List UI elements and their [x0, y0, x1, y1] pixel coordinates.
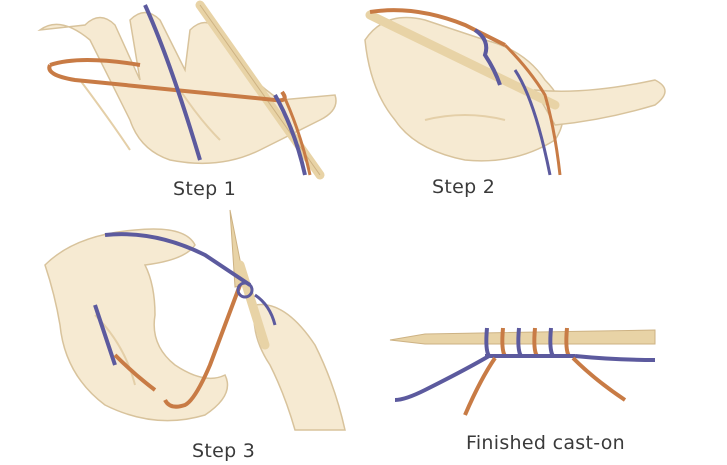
finished-cast-on-drawing	[385, 300, 665, 420]
step-2-caption: Step 2	[432, 176, 495, 198]
step-1-illustration	[20, 0, 350, 180]
step-3-illustration	[35, 205, 365, 435]
finished-cast-on-caption: Finished cast-on	[466, 432, 625, 454]
step-1-drawing	[20, 0, 350, 180]
step-2-illustration	[355, 0, 685, 180]
step-3-left-hand	[45, 229, 228, 421]
finished-needle	[390, 330, 655, 344]
step-3-right-hand	[254, 305, 345, 431]
step-3-caption: Step 3	[192, 440, 255, 462]
finished-cast-on-illustration	[385, 300, 665, 420]
step-3-drawing	[35, 205, 365, 435]
finished-yarn-tails	[395, 356, 655, 415]
step-1-caption: Step 1	[173, 178, 236, 200]
step-2-drawing	[355, 0, 685, 180]
